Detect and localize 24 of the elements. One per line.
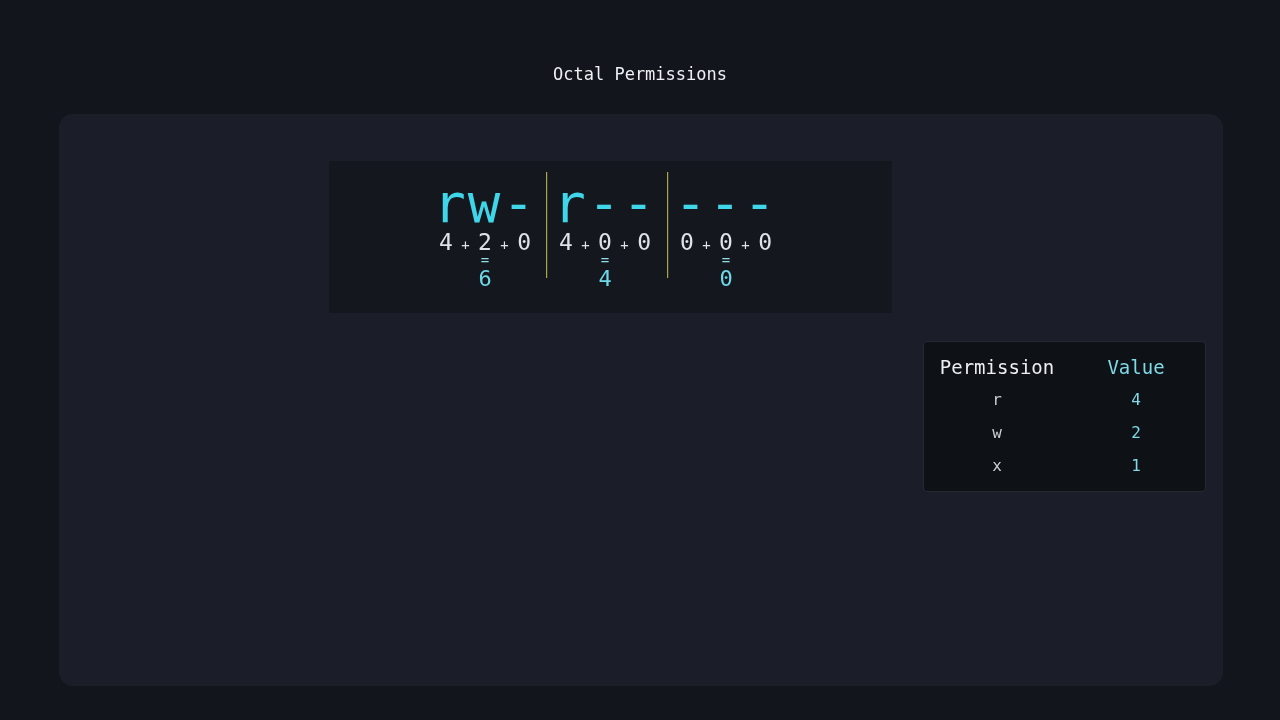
equals-sign: = (600, 253, 610, 267)
permission-symbol: x (992, 458, 1002, 475)
permission-value: 4 (1131, 392, 1141, 409)
permission-value: 1 (1131, 458, 1141, 475)
sum-expression: 0 + 0 + 0 (679, 231, 773, 254)
permission-string: rw- (433, 177, 537, 231)
octal-digit: 4 (598, 268, 612, 290)
permission-value: 2 (1131, 425, 1141, 442)
permission-panel (329, 161, 892, 313)
permission-symbol: r (992, 392, 1002, 409)
permission-string: r-- (553, 177, 657, 231)
column-header: Permission (939, 357, 1055, 377)
content-panel (59, 114, 1223, 686)
permission-string: --- (674, 177, 778, 231)
equals-sign: = (480, 253, 490, 267)
permission-symbol: w (992, 425, 1002, 442)
octal-digit: 6 (478, 268, 492, 290)
sum-expression: 4 + 0 + 0 (558, 231, 652, 254)
column-header: Value (1107, 357, 1165, 377)
octal-digit: 0 (719, 268, 733, 290)
equals-sign: = (721, 253, 731, 267)
sum-expression: 4 + 2 + 0 (438, 231, 532, 254)
slide-title: Octal Permissions (553, 64, 727, 84)
value-table (923, 341, 1206, 492)
